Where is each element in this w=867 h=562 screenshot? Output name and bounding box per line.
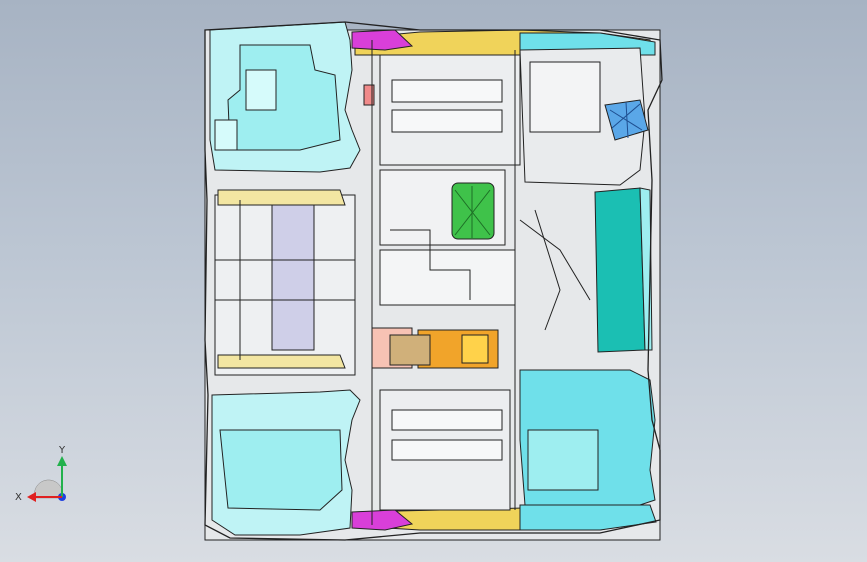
orange-part-dark — [389, 334, 431, 366]
magenta-bracket-top — [351, 29, 414, 51]
green-part-mesh-1 — [454, 186, 491, 238]
center-lower-slot-1 — [391, 409, 503, 431]
center-lower-slot-2 — [391, 439, 503, 461]
upper-right-inner — [529, 61, 601, 133]
red-marker-top — [363, 84, 375, 106]
floor-track-3 — [534, 209, 561, 331]
center-upper-slot-2 — [391, 109, 503, 133]
floor-track-2 — [519, 219, 591, 301]
center-upper-slot-1 — [391, 79, 503, 103]
z-axis-icon — [34, 479, 66, 501]
right-teal-radiator — [594, 187, 646, 353]
floor-track-1 — [390, 229, 471, 300]
chassis-model — [204, 21, 663, 541]
left-crossmember-purple — [271, 199, 315, 351]
chassis-outline — [204, 21, 663, 541]
x-axis-label: X — [15, 492, 22, 503]
left-crossmember-top-yellow — [217, 189, 346, 206]
left-upper-box-2 — [214, 119, 238, 151]
lower-right-cyan-inner — [527, 429, 599, 491]
orange-part-inner — [461, 334, 489, 364]
y-axis-icon — [57, 456, 67, 497]
blue-fan-spokes — [609, 101, 643, 139]
left-upper-box — [245, 69, 277, 111]
y-axis-label: Y — [58, 445, 66, 456]
left-lower-cyan-inner — [219, 429, 343, 511]
left-crossmember-bottom-yellow — [217, 354, 346, 369]
floor-groove-2 — [379, 249, 516, 306]
x-axis-icon — [27, 492, 62, 502]
orientation-triad: Y X — [15, 445, 67, 503]
